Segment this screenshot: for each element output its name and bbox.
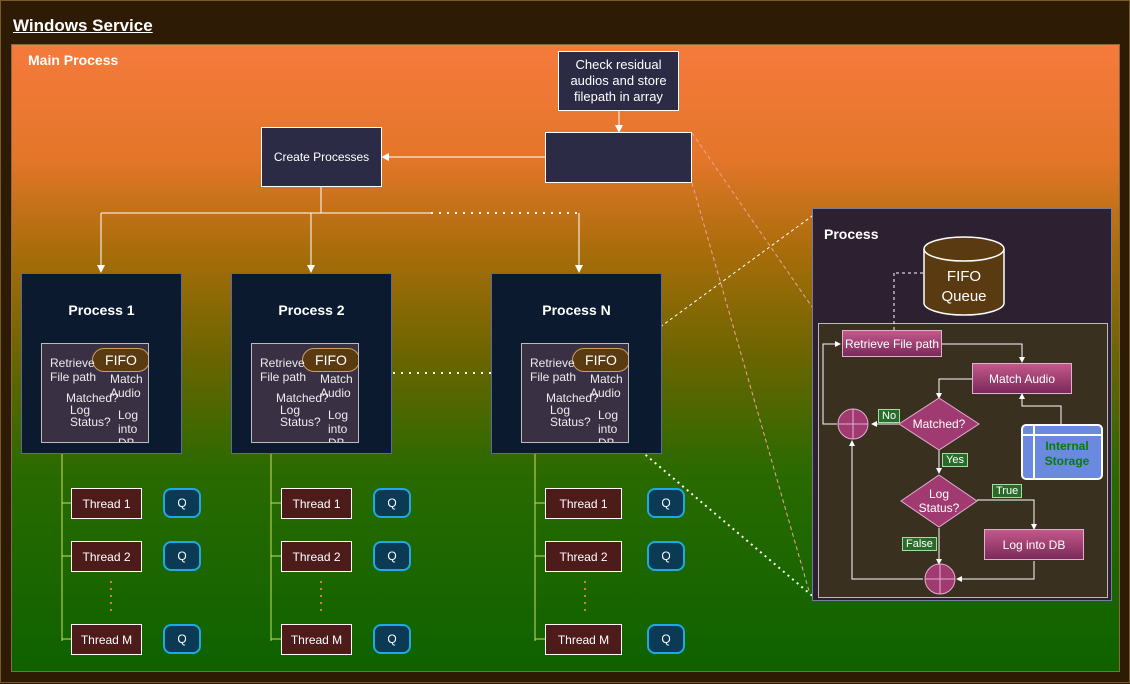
create-processes-node: Create Processes bbox=[261, 127, 382, 187]
internal-storage: Internal Storage bbox=[1021, 424, 1103, 480]
mini-matched: Matched? bbox=[546, 391, 599, 405]
mini-log-db: Log into DB bbox=[598, 408, 619, 443]
process-detail-title: Process bbox=[824, 226, 879, 242]
mini-fifo: FIFO bbox=[572, 348, 628, 372]
mini-retrieve: Retrieve File path bbox=[260, 356, 307, 384]
pn-thread-1: Thread 1 bbox=[545, 488, 622, 519]
mini-matched: Matched? bbox=[276, 391, 329, 405]
match-audio-node: Match Audio bbox=[972, 363, 1072, 394]
yes-label: Yes bbox=[942, 453, 968, 467]
pn-queue-2: Q bbox=[647, 541, 685, 571]
mini-flow-2: FIFO Retrieve File path Match Audio Matc… bbox=[251, 343, 359, 443]
p1-queue-m: Q bbox=[163, 624, 201, 654]
log-status-decision: Log Status? bbox=[918, 487, 960, 515]
mini-match: Match Audio bbox=[590, 372, 623, 400]
p2-queue-1: Q bbox=[373, 488, 411, 518]
retrieve-file-path-node: Retrieve File path bbox=[842, 330, 942, 357]
mini-flow-n: FIFO Retrieve File path Match Audio Matc… bbox=[521, 343, 629, 443]
windows-service-title: Windows Service bbox=[13, 16, 153, 35]
mini-match: Match Audio bbox=[110, 372, 143, 400]
internal-storage-label: Internal Storage bbox=[1044, 439, 1090, 468]
pn-queue-m: Q bbox=[647, 624, 685, 654]
p1-thread-2: Thread 2 bbox=[71, 541, 142, 572]
p1-queue-2: Q bbox=[163, 541, 201, 571]
p1-queue-1: Q bbox=[163, 488, 201, 518]
main-process-label: Main Process bbox=[28, 52, 119, 68]
p2-queue-2: Q bbox=[373, 541, 411, 571]
storage-divider-v bbox=[1033, 426, 1035, 478]
check-residual-node: Check residual audios and store filepath… bbox=[558, 51, 679, 111]
pn-thread-2: Thread 2 bbox=[545, 541, 622, 572]
p2-queue-m: Q bbox=[373, 624, 411, 654]
mini-flow-1: FIFO Retrieve File path Match Audio Matc… bbox=[41, 343, 149, 443]
fifo-queue-label: FIFO Queue bbox=[941, 268, 987, 305]
mini-fifo: FIFO bbox=[302, 348, 358, 372]
mini-log-db: Log into DB bbox=[118, 408, 139, 443]
mini-match: Match Audio bbox=[320, 372, 353, 400]
log-into-db-node: Log into DB bbox=[984, 529, 1084, 560]
p1-thread-1: Thread 1 bbox=[71, 488, 142, 519]
mini-fifo: FIFO bbox=[92, 348, 148, 372]
process-2-label: Process 2 bbox=[278, 302, 345, 318]
mini-matched: Matched? bbox=[66, 391, 119, 405]
mini-log-db: Log into DB bbox=[328, 408, 349, 443]
storage-divider-h bbox=[1023, 434, 1101, 436]
false-label: False bbox=[902, 537, 937, 551]
true-label: True bbox=[992, 484, 1023, 498]
mini-log-status: Log Status? bbox=[280, 403, 321, 429]
mini-log-status: Log Status? bbox=[550, 403, 591, 429]
pn-thread-m: Thread M bbox=[545, 624, 622, 655]
mini-retrieve: Retrieve File path bbox=[50, 356, 97, 384]
pn-queue-1: Q bbox=[647, 488, 685, 518]
no-label: No bbox=[878, 409, 901, 423]
array-node bbox=[545, 132, 692, 183]
p1-thread-m: Thread M bbox=[71, 624, 142, 655]
mini-retrieve: Retrieve File path bbox=[530, 356, 577, 384]
process-1-label: Process 1 bbox=[68, 302, 135, 318]
mini-log-status: Log Status? bbox=[70, 403, 111, 429]
matched-decision: Matched? bbox=[912, 417, 966, 431]
process-n-label: Process N bbox=[542, 302, 611, 318]
p2-thread-m: Thread M bbox=[281, 624, 352, 655]
p2-thread-1: Thread 1 bbox=[281, 488, 352, 519]
p2-thread-2: Thread 2 bbox=[281, 541, 352, 572]
